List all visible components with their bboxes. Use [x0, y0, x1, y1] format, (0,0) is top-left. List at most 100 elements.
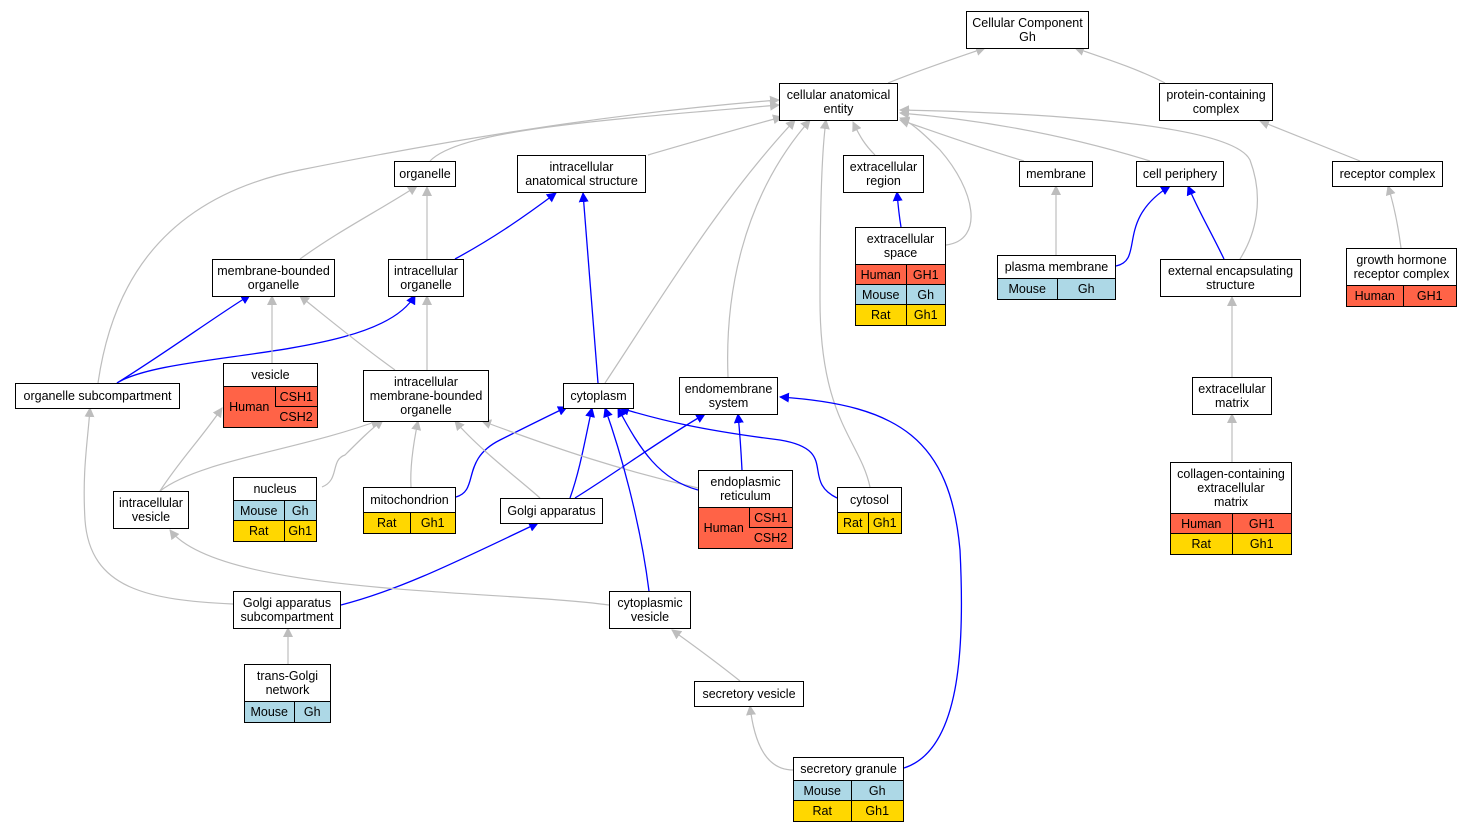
node-label: membrane — [1026, 167, 1086, 181]
node-label: extracellular matrix — [1198, 382, 1266, 410]
edge-nucleus-to-imbo — [321, 419, 384, 488]
node-label: cellular anatomical entity — [786, 88, 891, 116]
node-label: cytoplasm — [570, 389, 627, 403]
edge-mito-to-imbo — [410, 420, 422, 488]
node-ees[interactable]: external encapsulating structure — [1160, 259, 1301, 297]
node-secves[interactable]: secretory vesicle — [694, 681, 804, 707]
gene-label: Gh — [1056, 278, 1115, 299]
node-label: intracellular anatomical structure — [525, 160, 638, 188]
node-exmatrix[interactable]: extracellular matrix — [1192, 377, 1272, 415]
species-label: Human — [699, 507, 749, 548]
node-label: organelle — [399, 167, 451, 181]
species-label: Mouse — [794, 780, 851, 801]
edge-orgsub-to-intorg — [116, 294, 416, 384]
node-mbo[interactable]: membrane-bounded organelle — [212, 259, 335, 297]
gene-label: Gh — [850, 780, 903, 801]
node-cytves[interactable]: cytoplasmic vesicle — [609, 591, 691, 629]
gene-label: GH1 — [1231, 513, 1291, 534]
node-endo[interactable]: endomembrane system — [679, 377, 778, 415]
node-label: intracellular organelle — [394, 264, 458, 292]
species-label: Human — [1171, 513, 1232, 534]
edge-er-to-endo — [733, 413, 744, 471]
gene-label: Gh — [293, 701, 330, 722]
edge-golgi-to-endo — [574, 413, 706, 499]
node-label: trans-Golgi network — [256, 669, 319, 697]
node-label: plasma membrane — [1004, 260, 1109, 274]
species-label: Mouse — [234, 500, 284, 521]
edge-layer — [83, 46, 1402, 771]
node-label: cytoplasmic vesicle — [617, 596, 683, 624]
species-label: Rat — [794, 800, 851, 821]
edge-exspace-to-cae — [899, 116, 972, 246]
edge-pcc-to-cc — [1074, 46, 1166, 84]
gene-label: Gh1 — [283, 520, 316, 541]
gene-label: Gh1 — [905, 304, 945, 325]
species-label: Rat — [1171, 533, 1232, 554]
gene-label: CSH2 — [749, 527, 792, 548]
node-cytoplasm[interactable]: cytoplasm — [563, 383, 634, 409]
node-cellper[interactable]: cell periphery — [1136, 161, 1224, 187]
species-label: Rat — [364, 512, 410, 533]
node-label: protein-containing complex — [1166, 88, 1266, 116]
edge-intves-to-imbo — [159, 418, 381, 492]
node-cae[interactable]: cellular anatomical entity — [779, 83, 898, 121]
edge-secves-to-cytves — [671, 629, 741, 682]
edge-intorg-to-ias — [454, 192, 557, 260]
gene-label: Gh — [905, 284, 945, 305]
edge-cytves-to-intves — [169, 529, 610, 606]
node-label: secretory vesicle — [702, 687, 796, 701]
gene-label: Gh — [283, 500, 316, 521]
node-label: endomembrane system — [684, 382, 773, 410]
node-cc[interactable]: Cellular Component Gh — [966, 11, 1089, 49]
node-receptor[interactable]: receptor complex — [1332, 161, 1443, 187]
node-label: external encapsulating structure — [1167, 264, 1294, 292]
node-label: extracellular space — [866, 232, 935, 260]
node-golgi[interactable]: Golgi apparatus — [500, 498, 603, 524]
node-organelle[interactable]: organelle — [394, 161, 456, 187]
node-label: intracellular vesicle — [119, 496, 183, 524]
node-label: vesicle — [251, 368, 290, 382]
edge-golgisub-to-orgsub — [83, 407, 234, 605]
node-intorg[interactable]: intracellular organelle — [388, 259, 464, 297]
node-membrane[interactable]: membrane — [1019, 161, 1093, 187]
node-orgsub[interactable]: organelle subcompartment — [15, 383, 180, 409]
edge-golgi-to-imbo — [454, 420, 541, 499]
node-label: cytosol — [850, 493, 889, 507]
node-imbo[interactable]: intracellular membrane-bounded organelle — [363, 370, 489, 422]
node-exreg[interactable]: extracellular region — [843, 155, 924, 193]
node-golgisub[interactable]: Golgi apparatus subcompartment — [233, 591, 341, 629]
node-intves[interactable]: intracellular vesicle — [113, 491, 189, 529]
edge-mbo-to-organelle — [299, 185, 418, 260]
species-label: Rat — [856, 304, 906, 325]
species-label: Rat — [234, 520, 284, 541]
edge-organelle-to-cae — [429, 100, 780, 162]
species-label: Human — [856, 264, 906, 285]
node-label: Cellular Component Gh — [972, 16, 1083, 44]
edge-exspace-to-exreg — [892, 191, 903, 228]
gene-label: CSH1 — [748, 507, 792, 528]
node-label: cell periphery — [1142, 167, 1218, 181]
node-ias[interactable]: intracellular anatomical structure — [517, 155, 646, 193]
node-label: endoplasmic reticulum — [710, 475, 781, 503]
gene-label: Gh1 — [1231, 533, 1291, 554]
edge-orgsub-to-cae — [97, 95, 780, 384]
node-pcc[interactable]: protein-containing complex — [1159, 83, 1273, 121]
node-collagen[interactable]: collagen-containing extracellular matrix… — [1170, 462, 1292, 555]
